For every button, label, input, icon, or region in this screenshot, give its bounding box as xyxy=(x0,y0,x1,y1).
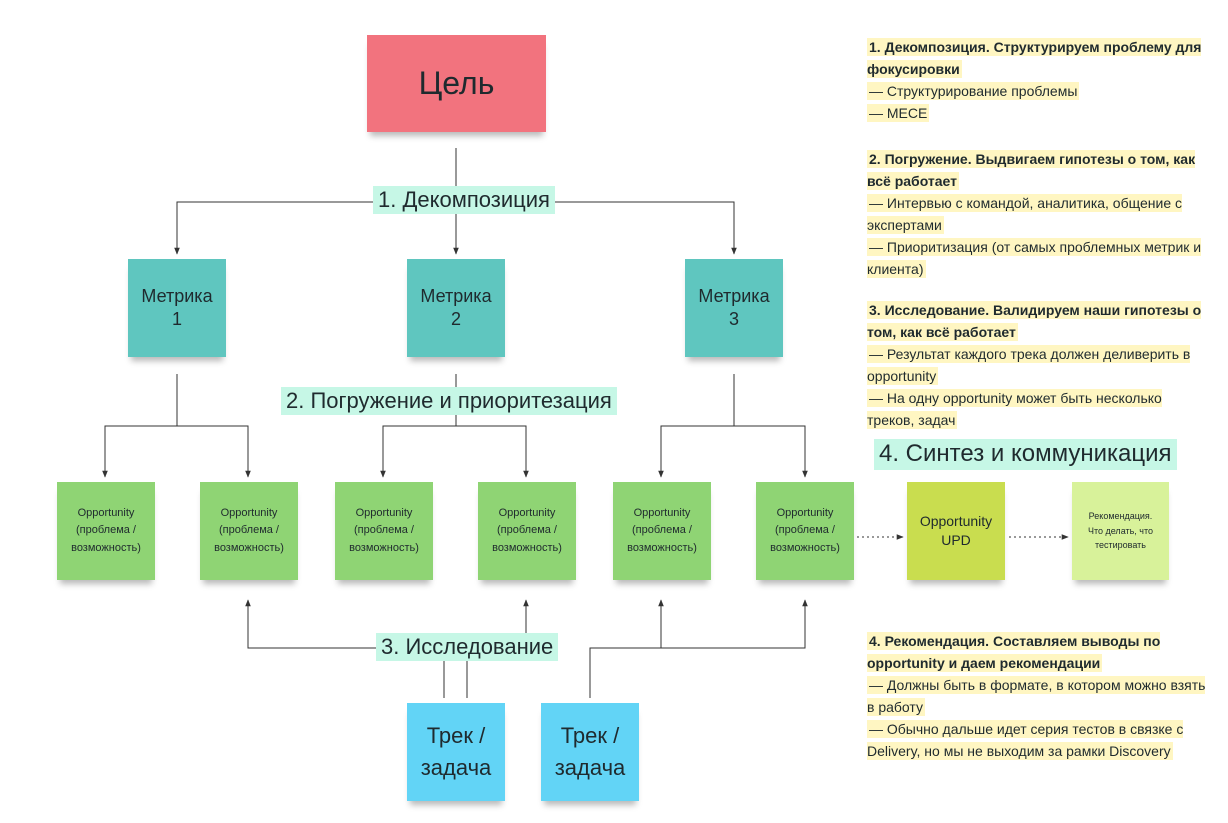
step-research-label: 3. Исследование xyxy=(376,633,559,662)
opportunity-sticky-6[interactable]: Opportunity (проблема / возможность) xyxy=(756,482,854,580)
opportunity-label: Opportunity (проблема / возможность) xyxy=(627,507,697,554)
metric-sticky-2[interactable]: Метрика 2 xyxy=(407,259,505,357)
opportunity-sticky-1[interactable]: Opportunity (проблема / возможность) xyxy=(57,482,155,580)
step-decomposition-label: 1. Декомпозиция xyxy=(373,186,555,215)
track-sticky-1[interactable]: Трек / задача xyxy=(407,703,505,801)
opportunity-sticky-5[interactable]: Opportunity (проблема / возможность) xyxy=(613,482,711,580)
connector-track-2-b xyxy=(590,599,808,649)
note-title: 4. Рекомендация. Составляем выводы по op… xyxy=(867,632,1161,672)
connector-to-opp-1 xyxy=(102,425,177,478)
connector-to-opp-5 xyxy=(658,425,734,478)
metric-sticky-1[interactable]: Метрика 1 xyxy=(128,259,226,357)
connector-to-opp-2 xyxy=(177,425,251,478)
recommendation-sticky[interactable]: Рекомендация. Что делать, что тестироват… xyxy=(1072,482,1169,580)
track-label: Трек / задача xyxy=(554,723,626,780)
opportunity-label: Opportunity (проблема / возможность) xyxy=(214,507,284,554)
metric-label: Метрика 2 xyxy=(420,285,492,329)
opportunity-upd-sticky[interactable]: Opportunity UPD xyxy=(907,482,1005,580)
metric-label: Метрика 1 xyxy=(141,285,213,329)
note-line: — На одну opportunity может быть несколь… xyxy=(867,389,1162,429)
metric-sticky-3[interactable]: Метрика 3 xyxy=(685,259,783,357)
connector-to-opp-3 xyxy=(380,425,456,478)
note-title: 2. Погружение. Выдвигаем гипотезы о том,… xyxy=(867,150,1196,190)
track-label: Трек / задача xyxy=(420,723,492,780)
note-decomposition: 1. Декомпозиция. Структурируем проблему … xyxy=(867,36,1207,124)
opportunity-sticky-2[interactable]: Opportunity (проблема / возможность) xyxy=(200,482,298,580)
note-line: — Результат каждого трека должен деливер… xyxy=(867,345,1191,385)
opportunity-upd-label: Opportunity UPD xyxy=(919,513,993,548)
recommendation-label: Рекомендация. Что делать, что тестироват… xyxy=(1087,511,1154,551)
note-line: — Структурирование проблемы xyxy=(867,82,1080,100)
note-line: — Должны быть в формате, в котором можно… xyxy=(867,676,1206,716)
note-line: — MECE xyxy=(867,104,930,122)
note-research: 3. Исследование. Валидируем наши гипотез… xyxy=(867,299,1207,431)
opportunity-label: Opportunity (проблема / возможность) xyxy=(770,507,840,554)
connector-to-metric-1 xyxy=(174,201,456,255)
note-title: 3. Исследование. Валидируем наши гипотез… xyxy=(867,301,1202,341)
note-line: — Обычно дальше идет серия тестов в связ… xyxy=(867,720,1184,760)
note-line: — Приоритизация (от самых проблемных мет… xyxy=(867,238,1202,278)
goal-label: Цель xyxy=(418,65,495,101)
step-synthesis-label: 4. Синтез и коммуникация xyxy=(874,439,1177,470)
note-line: — Интервью с командой, аналитика, общени… xyxy=(867,194,1182,234)
connector-track-2-a xyxy=(589,599,664,698)
connector-to-opp-4 xyxy=(456,425,529,478)
metric-label: Метрика 3 xyxy=(698,285,770,329)
goal-sticky[interactable]: Цель xyxy=(367,35,546,132)
step-immersion-label: 2. Погружение и приоритезация xyxy=(281,387,617,416)
note-immersion: 2. Погружение. Выдвигаем гипотезы о том,… xyxy=(867,148,1207,280)
opportunity-label: Opportunity (проблема / возможность) xyxy=(71,507,141,554)
connector-to-opp-6 xyxy=(734,425,808,478)
connector-track-1-a xyxy=(245,599,445,698)
opportunity-label: Opportunity (проблема / возможность) xyxy=(492,507,562,554)
track-sticky-2[interactable]: Трек / задача xyxy=(541,703,639,801)
opportunity-sticky-4[interactable]: Opportunity (проблема / возможность) xyxy=(478,482,576,580)
opportunity-sticky-3[interactable]: Opportunity (проблема / возможность) xyxy=(335,482,433,580)
note-title: 1. Декомпозиция. Структурируем проблему … xyxy=(867,38,1202,78)
note-recommendation: 4. Рекомендация. Составляем выводы по op… xyxy=(867,630,1207,762)
opportunity-label: Opportunity (проблема / возможность) xyxy=(349,507,419,554)
